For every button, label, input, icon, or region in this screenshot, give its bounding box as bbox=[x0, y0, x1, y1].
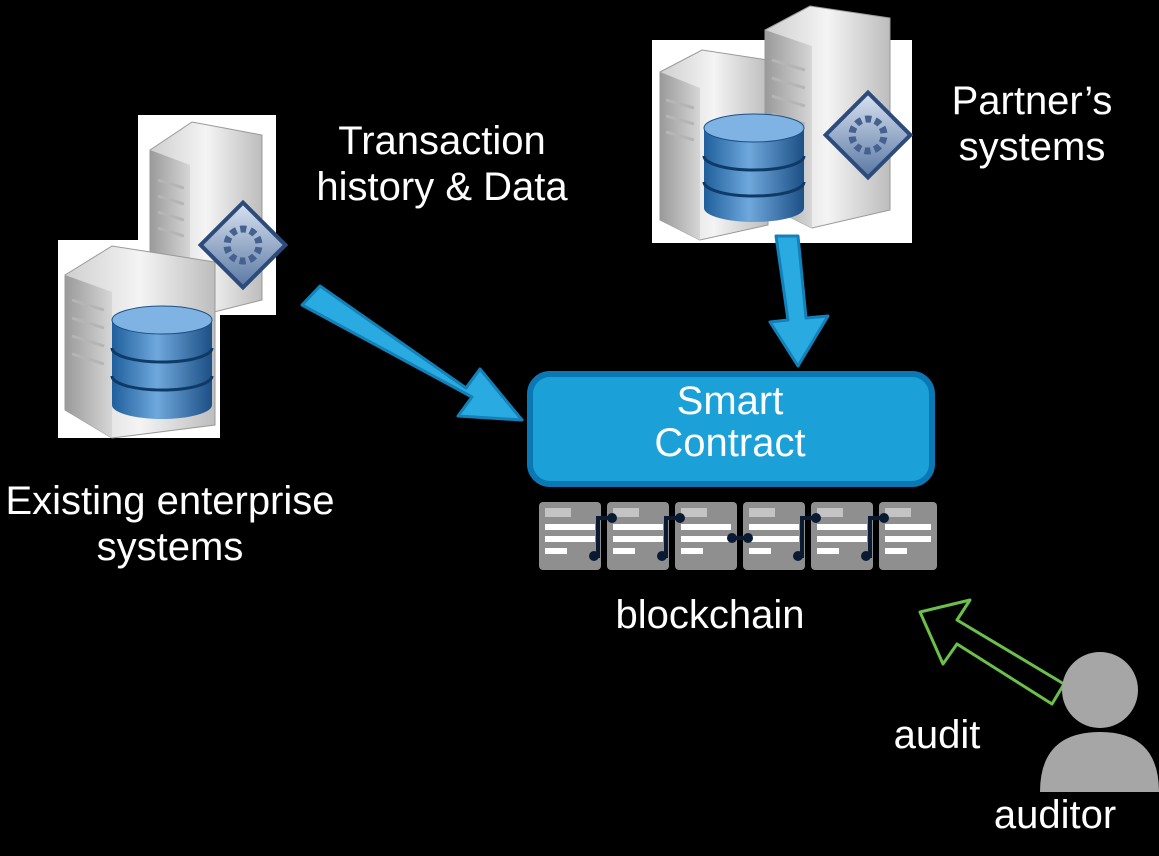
auditor-label: auditor bbox=[993, 793, 1117, 837]
person-icon bbox=[1040, 652, 1159, 792]
gear-icon bbox=[197, 199, 289, 291]
right-server-group-icon bbox=[652, 5, 914, 243]
database-icon bbox=[110, 305, 214, 419]
data-flow-arrow-right bbox=[768, 234, 830, 368]
data-flow-arrow-left bbox=[300, 284, 524, 422]
audit-label: audit bbox=[893, 713, 981, 757]
gear-icon bbox=[822, 89, 914, 181]
left-server-group-icon bbox=[58, 115, 289, 439]
blockchain-label: blockchain bbox=[615, 593, 805, 637]
blockchain-blocks-icon bbox=[539, 502, 937, 570]
audit-arrow bbox=[918, 598, 1066, 706]
smart-contract-box bbox=[527, 371, 935, 487]
database-icon bbox=[702, 113, 806, 222]
